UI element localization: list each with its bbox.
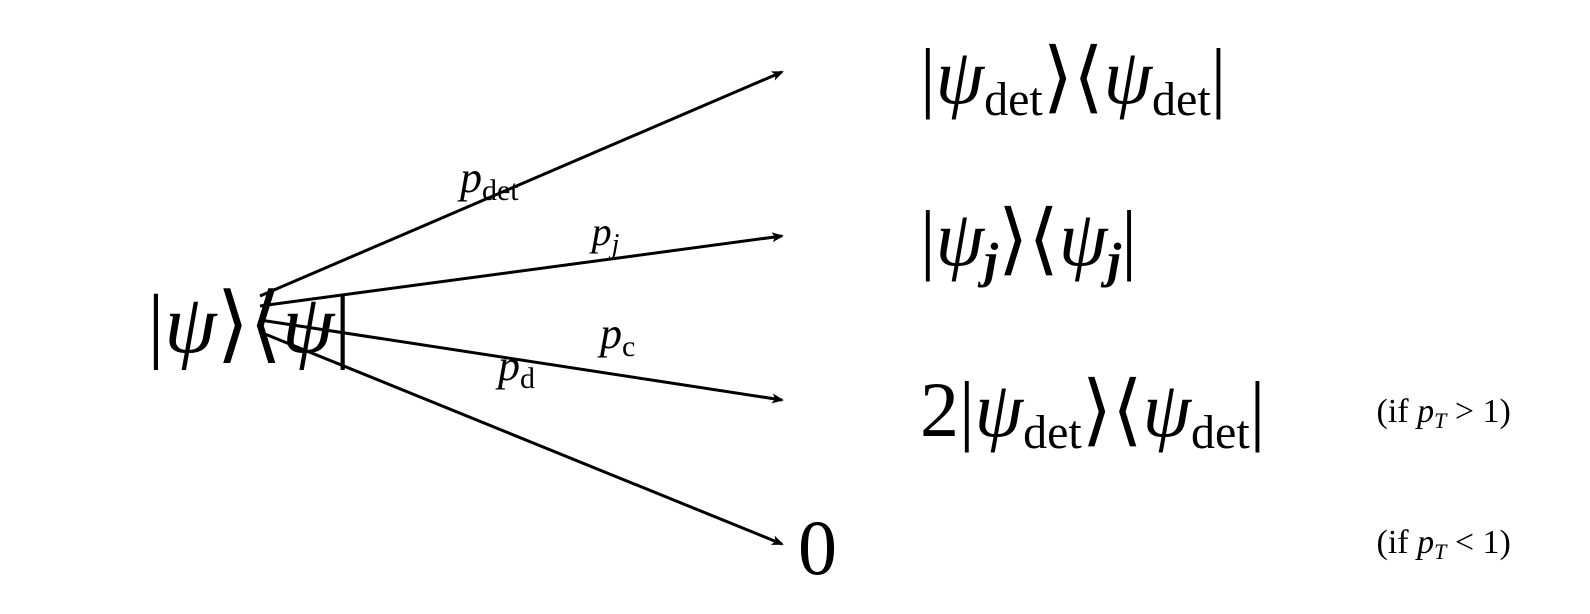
arrow-to-clone	[259, 318, 784, 404]
condition-clone-open: (if	[1377, 393, 1418, 430]
clone-bar-right: |	[1250, 366, 1266, 453]
edge-d-p: p	[495, 341, 520, 390]
edge-label-j: pj	[528, 209, 658, 263]
condition-zero-sub: T	[1434, 539, 1448, 564]
j-bra-psi: ψ	[1059, 195, 1109, 282]
det-bar-right: |	[1211, 33, 1227, 120]
j-ket-close: ⟩	[998, 195, 1028, 282]
clone-bra-psi: ψ	[1143, 366, 1193, 453]
arrow-to-zero	[259, 330, 784, 546]
target-det-state: |ψdet⟩⟨ψdet|	[796, 32, 1301, 126]
j-bar-right: |	[1121, 195, 1137, 282]
edge-c-sub: c	[622, 330, 635, 363]
source-ket-close: ⟩	[217, 278, 250, 371]
condition-zero: (if pT < 1)	[1334, 524, 1536, 564]
edge-j-sub: j	[609, 229, 620, 260]
condition-clone-p: p	[1415, 393, 1434, 430]
edge-det-sub: det	[482, 174, 519, 207]
det-ket-sub: det	[984, 73, 1043, 126]
edge-det-p: p	[457, 153, 482, 202]
source-bra-open: ⟨	[249, 278, 282, 371]
clone-bar-left: |	[959, 366, 975, 453]
edge-c-p: p	[597, 309, 622, 358]
edge-d-sub: d	[520, 362, 535, 395]
source-bra-psi: ψ	[282, 278, 336, 371]
clone-bra-sub: det	[1191, 406, 1250, 459]
edge-label-det: pdet	[390, 152, 561, 211]
condition-zero-open: (if	[1377, 524, 1418, 561]
det-bar-left: |	[920, 33, 936, 120]
det-bra-psi: ψ	[1104, 33, 1154, 120]
arrow-to-det	[259, 70, 784, 298]
clone-bra-open: ⟨	[1112, 366, 1142, 453]
target-zero-state: 0	[798, 504, 837, 591]
det-bra-sub: det	[1152, 73, 1211, 126]
condition-clone: (if pT > 1)	[1334, 393, 1536, 433]
condition-zero-rel: < 1)	[1446, 524, 1511, 561]
clone-ket-sub: det	[1023, 406, 1082, 459]
source-state: |ψ⟩⟨ψ|	[14, 274, 431, 372]
clone-ket-psi: ψ	[975, 366, 1025, 453]
det-ket-psi: ψ	[936, 33, 986, 120]
arrow-to-j	[259, 232, 784, 308]
clone-prefix: 2	[920, 366, 959, 453]
j-bra-open: ⟨	[1028, 195, 1058, 282]
condition-zero-p: p	[1415, 524, 1434, 561]
condition-clone-sub: T	[1434, 408, 1448, 433]
edge-label-d: pd	[428, 340, 577, 399]
arrows	[259, 70, 784, 546]
source-ket-psi: ψ	[164, 278, 218, 371]
source-bar-right: |	[334, 278, 351, 371]
source-bar-left: |	[148, 278, 165, 371]
j-ket-psi: ψ	[936, 195, 986, 282]
j-bar-left: |	[920, 195, 936, 282]
clone-ket-close: ⟩	[1082, 366, 1112, 453]
edge-j-p: p	[589, 209, 612, 254]
condition-clone-rel: > 1)	[1446, 393, 1511, 430]
det-bra-open: ⟨	[1073, 33, 1103, 120]
target-clone-state: 2|ψdet⟩⟨ψdet|	[796, 365, 1340, 459]
det-ket-close: ⟩	[1043, 33, 1073, 120]
edge-label-c: pc	[530, 308, 677, 367]
target-j-state: |ψj⟩⟨ψj|	[796, 194, 1211, 288]
